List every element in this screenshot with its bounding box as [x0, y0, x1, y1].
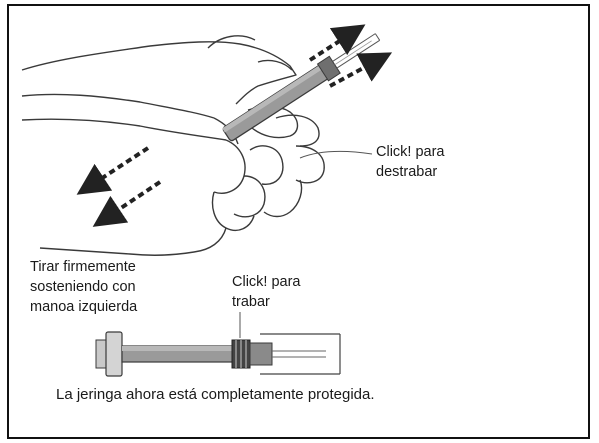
- pull-label: Tirar firmemente sosteniendo con manoa i…: [30, 257, 137, 317]
- unlock-label: Click! para destrabar: [376, 142, 445, 182]
- lock-label-line-2: trabar: [232, 294, 270, 310]
- pull-label-line-1: Tirar firmemente: [30, 259, 136, 275]
- pull-label-line-2: sosteniendo con: [30, 279, 136, 295]
- push-arrows: [308, 24, 393, 88]
- syringe-in-hand: [222, 33, 381, 142]
- protected-syringe: [95, 331, 341, 377]
- pull-label-line-3: manoa izquierda: [30, 299, 138, 315]
- lock-label: Click! para trabar: [232, 272, 301, 312]
- left-hand-outline: [21, 118, 303, 257]
- lock-label-line-1: Click! para: [232, 274, 301, 290]
- unlock-label-line-2: destrabar: [376, 164, 438, 180]
- unlock-label-line-1: Click! para: [376, 144, 445, 160]
- pull-arrows: [76, 146, 162, 227]
- caption: La jeringa ahora está completamente prot…: [56, 386, 375, 403]
- unlock-leader-line: [299, 150, 373, 159]
